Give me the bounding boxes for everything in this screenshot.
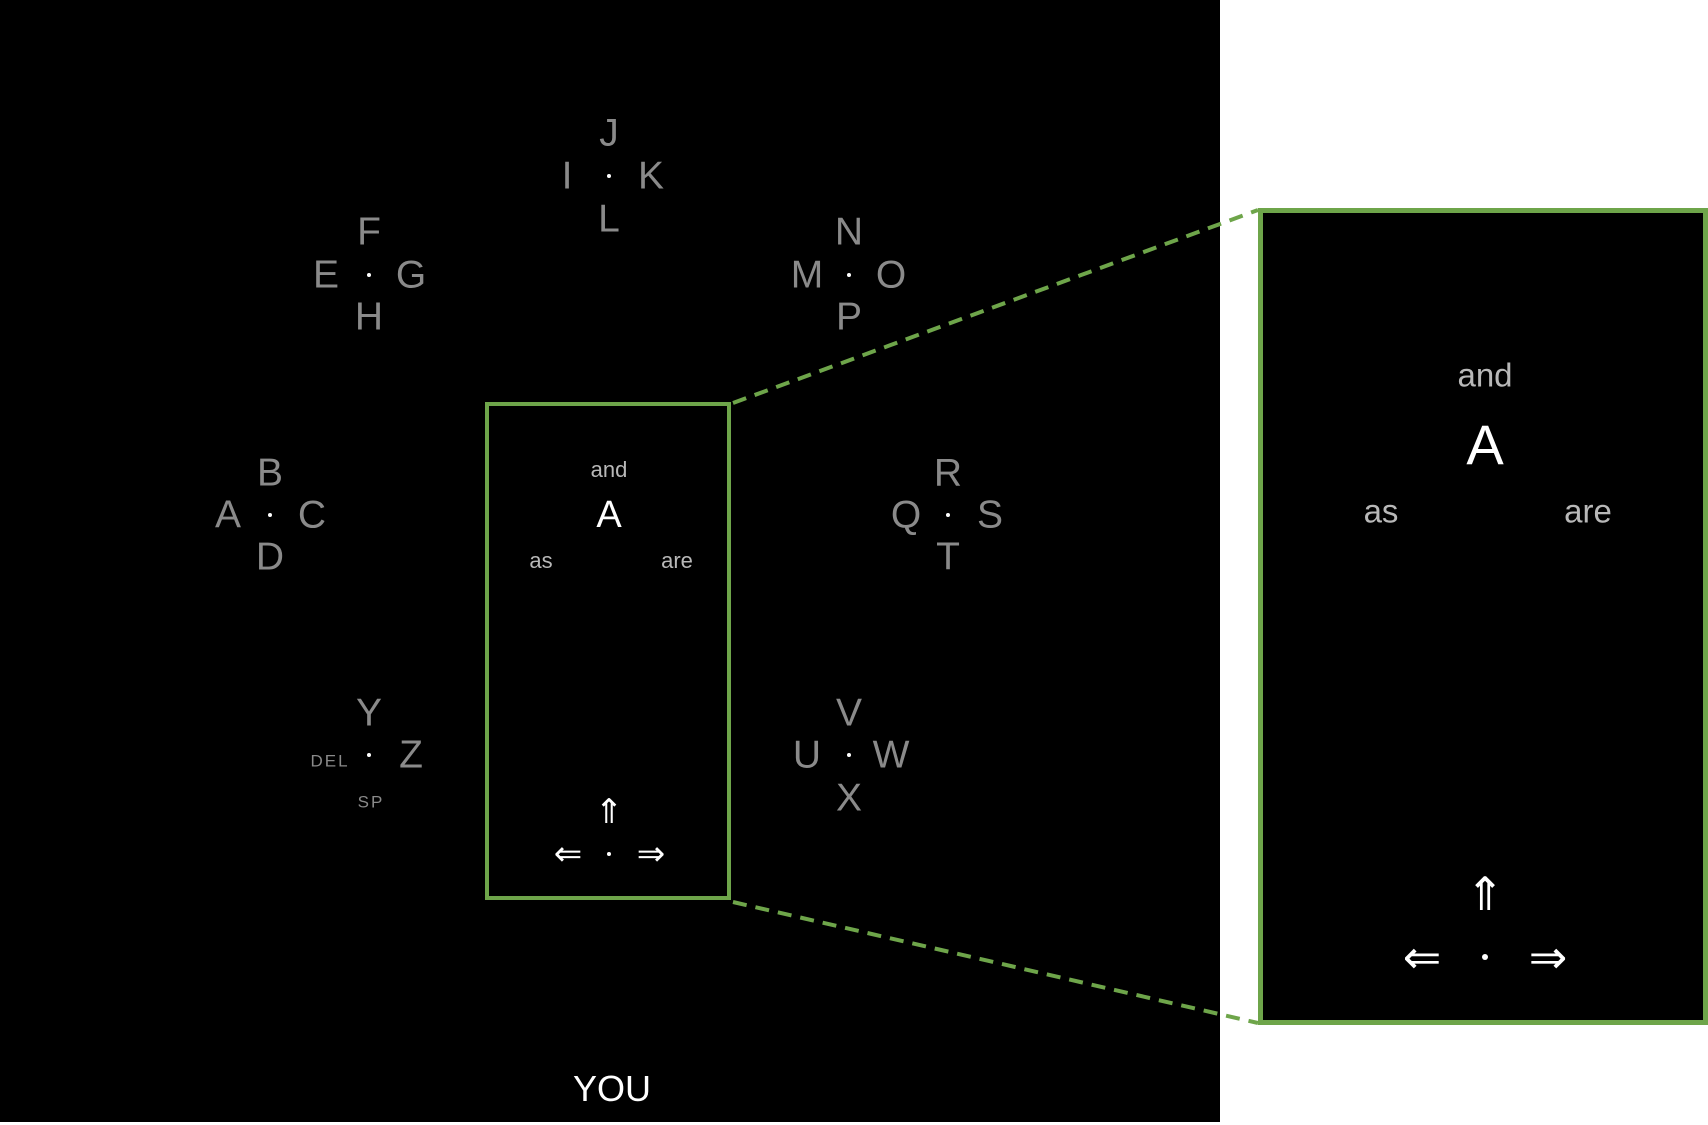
typed-output-text: YOU: [572, 1068, 652, 1109]
key-j[interactable]: J: [599, 111, 619, 155]
key-z[interactable]: Z: [399, 733, 423, 777]
key-r[interactable]: R: [933, 451, 963, 495]
key-n[interactable]: N: [834, 210, 864, 254]
cluster-center-dot: [607, 174, 611, 178]
current-letter: A: [596, 494, 622, 536]
cluster-center-dot: [367, 273, 371, 277]
focus-highlight-box: [485, 402, 731, 900]
suggestion-left-word[interactable]: as: [529, 548, 553, 573]
key-w[interactable]: W: [872, 733, 910, 777]
key-g[interactable]: G: [395, 253, 427, 297]
zoom-navigation-center-dot: [1482, 954, 1488, 960]
key-o[interactable]: O: [875, 253, 907, 297]
key-f[interactable]: F: [357, 210, 381, 254]
right-arrow-icon[interactable]: ⇒: [636, 835, 666, 873]
key-b[interactable]: B: [256, 451, 284, 495]
cluster-center-dot: [847, 273, 851, 277]
zoom-current-letter: A: [1466, 413, 1504, 476]
key-p[interactable]: P: [835, 295, 863, 339]
key-i[interactable]: I: [561, 154, 573, 198]
up-arrow-icon[interactable]: ⇑: [594, 793, 624, 831]
left-arrow-icon[interactable]: ⇐: [553, 835, 583, 873]
key-q[interactable]: Q: [890, 493, 922, 537]
cluster-center-dot: [268, 513, 272, 517]
zoom-detail-panel: and A as are ⇑ ⇐ ⇒: [1258, 208, 1708, 1025]
navigation-center-dot: [607, 852, 611, 856]
key-x[interactable]: X: [835, 776, 863, 820]
key-a[interactable]: A: [214, 493, 242, 537]
space-key[interactable]: SP: [357, 792, 385, 812]
key-d[interactable]: D: [255, 535, 285, 579]
key-y[interactable]: Y: [355, 691, 383, 735]
key-l[interactable]: L: [598, 197, 620, 241]
zoom-suggestion-left-word: as: [1363, 492, 1399, 530]
zoom-left-arrow-icon: ⇐: [1402, 931, 1442, 983]
zoom-right-arrow-icon: ⇒: [1528, 931, 1568, 983]
zoom-suggestion-top-word: and: [1457, 356, 1513, 394]
key-v[interactable]: V: [835, 691, 863, 735]
key-c[interactable]: C: [297, 493, 327, 537]
key-e[interactable]: E: [312, 253, 340, 297]
cluster-center-dot: [946, 513, 950, 517]
delete-key[interactable]: DEL: [310, 751, 350, 771]
key-k[interactable]: K: [637, 154, 665, 198]
key-h[interactable]: H: [354, 295, 384, 339]
zoom-suggestion-right-word: are: [1564, 492, 1612, 530]
suggestion-top-word[interactable]: and: [590, 457, 628, 482]
key-s[interactable]: S: [976, 493, 1004, 537]
cluster-center-dot: [367, 753, 371, 757]
cluster-center-dot: [847, 753, 851, 757]
suggestion-right-word[interactable]: are: [661, 548, 693, 573]
key-m[interactable]: M: [790, 253, 824, 297]
key-t[interactable]: T: [936, 535, 960, 579]
zoom-up-arrow-icon: ⇑: [1465, 868, 1505, 920]
key-u[interactable]: U: [792, 733, 822, 777]
